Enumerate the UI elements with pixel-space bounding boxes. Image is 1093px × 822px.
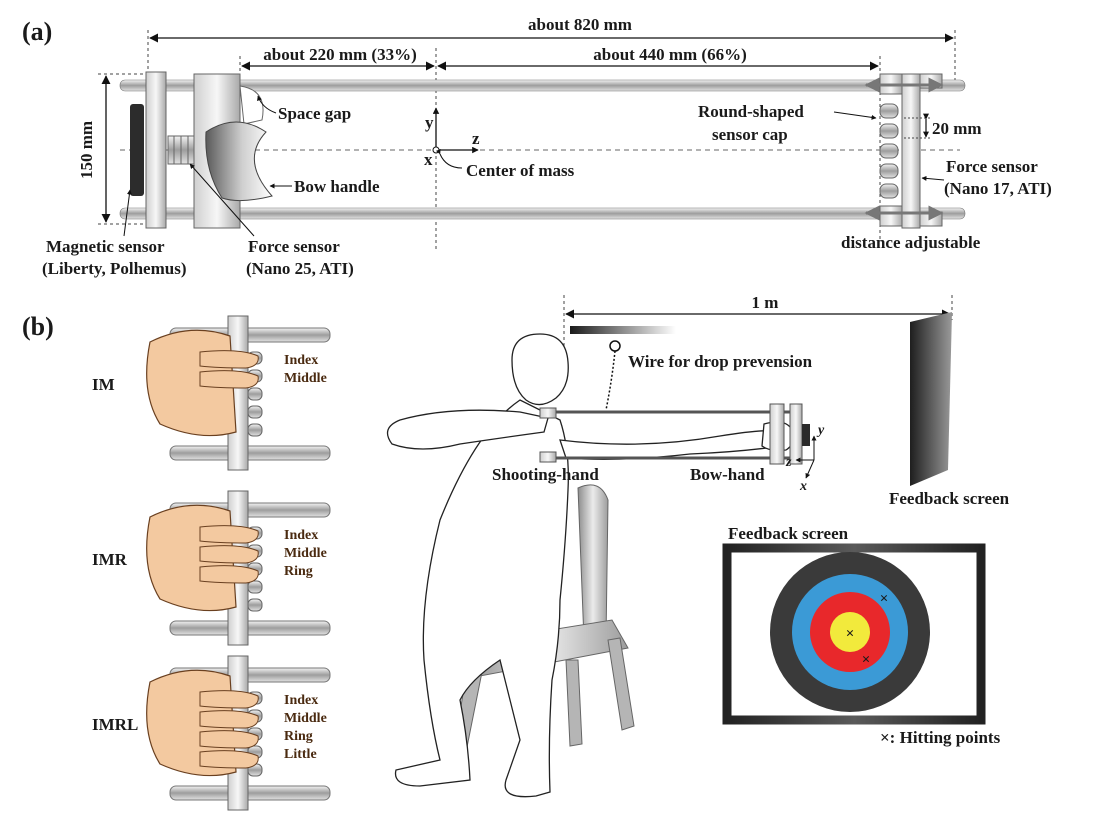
hit-point-3: × — [862, 652, 871, 668]
dimension-total: about 820 mm — [147, 15, 956, 80]
grip-sensor-cap — [247, 598, 263, 612]
axis-z-b: z — [785, 455, 792, 470]
space-gap-label: Space gap — [278, 104, 351, 123]
shooting-hand-label: Shooting-hand — [492, 465, 599, 484]
distance-label: 1 m — [752, 293, 779, 312]
force-rear-label-1: Force sensor — [946, 157, 1038, 176]
finger-label: Middle — [284, 546, 327, 561]
axis-z-a: z — [472, 129, 480, 148]
grip-rod — [169, 620, 331, 636]
finger-label: Ring — [284, 729, 313, 744]
bow-device-small — [539, 403, 810, 465]
cap-label-2: sensor cap — [712, 125, 788, 144]
dim-rear-label: about 440 mm (66%) — [593, 45, 746, 64]
distance-adjustable-label: distance adjustable — [841, 233, 981, 252]
grip-illustrations: IMIndexMiddleIMRIndexMiddleRingIMRLIndex… — [92, 315, 331, 811]
hitting-points-legend: ×: Hitting points — [880, 728, 1001, 747]
axis-x-b: x — [799, 479, 807, 494]
target-ring-yellow — [830, 612, 870, 652]
cap-label-1: Round-shaped — [698, 102, 804, 121]
bow-axes-small: y z x — [785, 423, 825, 494]
finger-middle — [199, 710, 259, 729]
grip-code-label: IMR — [92, 550, 128, 569]
magnetic-sensor — [130, 104, 144, 196]
wire-label: Wire for drop prevension — [628, 352, 813, 371]
feedback-screen-target-panel: Feedback screen × × × ×: Hitting points — [722, 524, 1001, 747]
axis-y-b: y — [816, 423, 825, 438]
bow-rods — [119, 79, 966, 220]
drop-prevention-wire: Wire for drop prevension — [570, 326, 813, 411]
grip-rod — [169, 445, 331, 461]
distance-1m: 1 m — [563, 293, 953, 360]
feedback-screen-label: Feedback screen — [889, 489, 1010, 508]
finger-label: Index — [284, 528, 318, 543]
round-sensor-caps — [879, 103, 899, 199]
magnetic-label-2: (Liberty, Polhemus) — [42, 259, 187, 278]
cap-gap-dimension: 20 mm — [904, 113, 982, 139]
center-of-mass-label: Center of mass — [466, 161, 575, 180]
hit-point-1: × — [880, 591, 889, 607]
finger-index — [199, 690, 259, 709]
front-force-sensor — [167, 135, 195, 165]
finger-middle — [199, 370, 259, 389]
finger-index — [199, 525, 259, 544]
dim-height-label: 150 mm — [77, 121, 96, 179]
dim-front-label: about 220 mm (33%) — [263, 45, 416, 64]
force-rear-label-2: (Nano 17, ATI) — [944, 179, 1052, 198]
grip-sensor-cap — [247, 423, 263, 437]
magnetic-label-1: Magnetic sensor — [46, 237, 165, 256]
finger-ring — [199, 565, 259, 584]
finger-middle — [199, 545, 259, 564]
com-axes: y z x — [424, 107, 480, 169]
axis-x-a: x — [424, 150, 433, 169]
finger-label: Middle — [284, 371, 327, 386]
grip-sensor-cap — [247, 387, 263, 401]
feedback-screen-3d: Feedback screen — [889, 312, 1010, 508]
finger-label: Little — [284, 747, 317, 762]
finger-index — [199, 350, 259, 369]
grip-sensor-cap — [247, 405, 263, 419]
finger-label: Ring — [284, 564, 313, 579]
grip-rod — [169, 785, 331, 801]
finger-ring — [199, 730, 259, 749]
grip-code-label: IMRL — [92, 715, 138, 734]
panel-b-label: (b) — [22, 312, 54, 341]
bow-handle — [205, 121, 273, 202]
bow-handle-label: Bow handle — [294, 177, 380, 196]
panel-a-label: (a) — [22, 17, 52, 46]
axis-y-a: y — [425, 113, 434, 132]
finger-label: Index — [284, 353, 318, 368]
hit-point-2: × — [846, 626, 855, 642]
feedback-screen-title: Feedback screen — [728, 524, 849, 543]
space-gap-cut — [239, 85, 264, 125]
force-front-label-2: (Nano 25, ATI) — [246, 259, 354, 278]
finger-label: Middle — [284, 711, 327, 726]
grip-code-label: IM — [92, 375, 115, 394]
finger-label: Index — [284, 693, 318, 708]
dim-total-label: about 820 mm — [528, 15, 632, 34]
dimension-height: 150 mm — [77, 73, 150, 225]
grip-sensor-cap — [247, 580, 263, 594]
front-plate — [145, 71, 167, 229]
finger-little — [199, 750, 259, 769]
adjustable-arrows — [864, 77, 944, 221]
cap-gap-label: 20 mm — [932, 119, 982, 138]
force-front-label-1: Force sensor — [248, 237, 340, 256]
bow-hand-label: Bow-hand — [690, 465, 765, 484]
